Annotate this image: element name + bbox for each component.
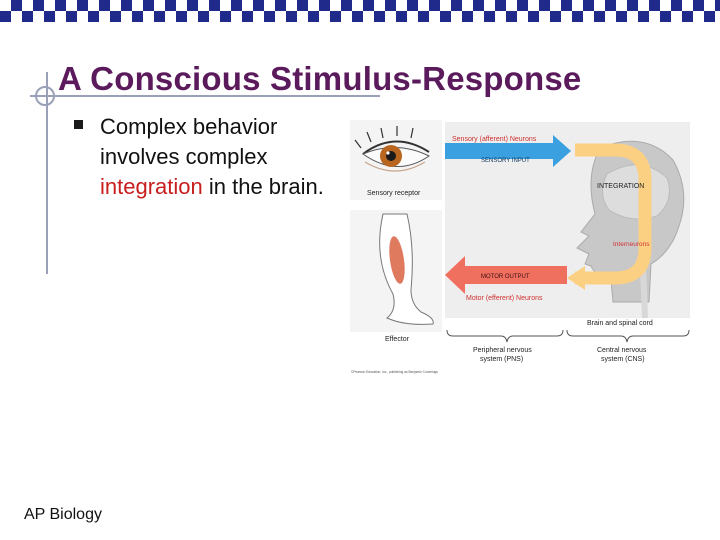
sensory-input-label: SENSORY INPUT: [481, 158, 530, 164]
motor-output-label: MOTOR OUTPUT: [481, 274, 530, 280]
integration-loop: [567, 143, 652, 290]
leg-panel: [350, 210, 442, 332]
bullet-highlight: integration: [100, 174, 203, 199]
cns-bracket: [566, 329, 690, 343]
pns-label-line1: Peripheral nervous: [473, 347, 532, 354]
crosshair-icon: [35, 86, 55, 106]
bullet-text-part1: Complex behavior involves complex: [100, 114, 278, 169]
left-rule: [46, 72, 48, 274]
sensory-input-arrow: [445, 135, 571, 167]
bullet-square-icon: [74, 120, 83, 129]
motor-output-arrow: [445, 256, 567, 294]
stimulus-response-diagram: Sensory receptor Effector SENSORY INPUT …: [350, 120, 690, 374]
integration-label: INTEGRATION: [597, 183, 644, 190]
cns-label-line2: system (CNS): [601, 356, 645, 363]
eye-panel: [350, 120, 442, 200]
footer-label: AP Biology: [24, 506, 102, 523]
sensory-receptor-label: Sensory receptor: [367, 190, 421, 197]
bullet-text: Complex behavior involves complex integr…: [100, 112, 350, 202]
effector-label: Effector: [385, 336, 410, 343]
bullet-text-part2: in the brain.: [202, 174, 324, 199]
title-underline: [30, 95, 380, 97]
top-checker-bar: [0, 0, 720, 22]
interneurons-label: Interneurons: [613, 241, 650, 248]
pns-bracket: [446, 329, 564, 343]
copyright-label: ©Pearson Education, Inc., publishing as …: [351, 370, 438, 374]
pns-label-line2: system (PNS): [480, 356, 523, 363]
sensory-neurons-label: Sensory (afferent) Neurons: [452, 136, 537, 143]
cns-label-line1: Central nervous: [597, 347, 647, 354]
brain-spinal-label: Brain and spinal cord: [587, 320, 653, 327]
motor-neurons-label: Motor (efferent) Neurons: [466, 295, 543, 302]
slide-title: A Conscious Stimulus-Response: [58, 60, 582, 97]
